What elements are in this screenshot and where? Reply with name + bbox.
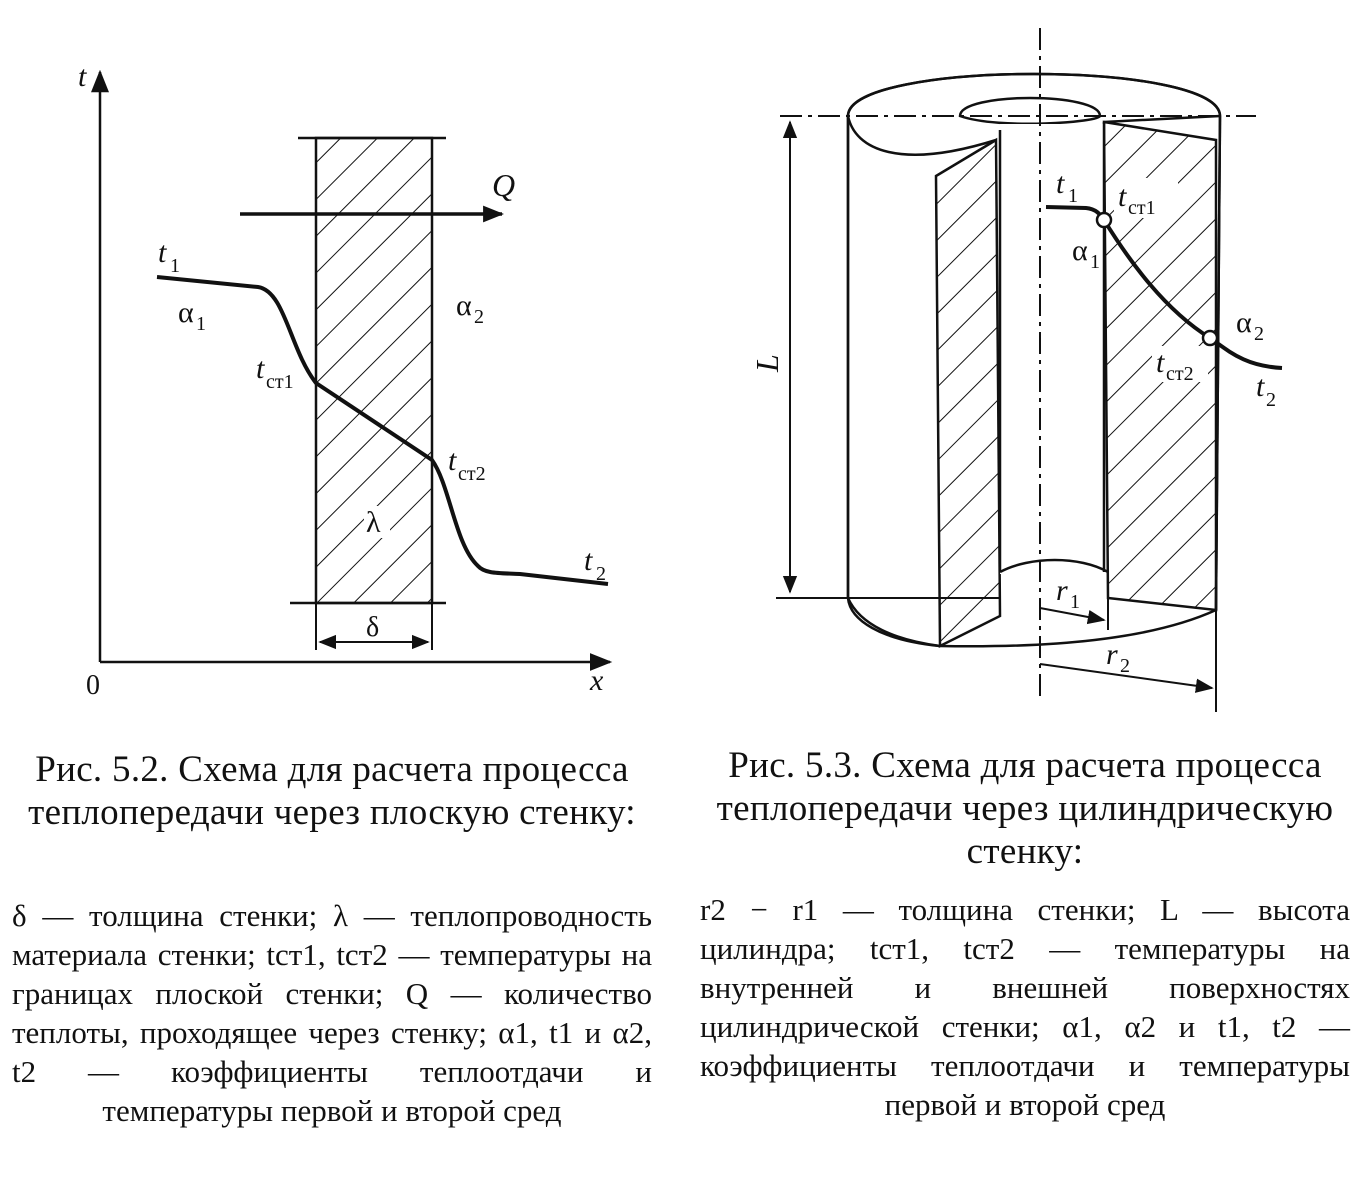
svg-text:t: t <box>1256 370 1265 403</box>
svg-text:α: α <box>1072 234 1088 267</box>
label-L: L <box>749 354 785 373</box>
svg-text:1: 1 <box>1068 185 1078 207</box>
svg-text:ст2: ст2 <box>1166 363 1194 385</box>
top-outer-rim <box>846 72 1222 117</box>
svg-text:α: α <box>456 289 472 322</box>
figures-canvas: t x 0 Q t 1 α 1 α 2 t ст1 t ст2 <box>78 28 1283 712</box>
svg-text:r: r <box>1056 574 1068 607</box>
inner-surface-point <box>1095 211 1113 229</box>
figure-5-2-description: δ — толщина стенки; λ — теплопроводность… <box>12 898 652 1128</box>
svg-text:α: α <box>178 296 194 329</box>
svg-text:1: 1 <box>196 313 206 335</box>
svg-text:2: 2 <box>596 563 606 585</box>
figure-5-3-caption: Рис. 5.3. Схема для расчета процесса теп… <box>716 745 1334 872</box>
svg-text:t: t <box>158 236 167 269</box>
svg-text:α: α <box>1236 306 1252 339</box>
svg-text:t: t <box>256 352 265 385</box>
svg-text:2: 2 <box>474 306 484 328</box>
temperature-profile-cyl <box>1045 205 1283 370</box>
radius-r2-arrow <box>1039 663 1214 693</box>
svg-text:2: 2 <box>1254 323 1264 345</box>
x-axis-label: x <box>589 664 604 697</box>
label-cyl-alpha2: α 2 <box>1236 306 1264 345</box>
label-cyl-t-st2: t ст2 <box>1156 346 1194 385</box>
svg-text:2: 2 <box>1120 655 1130 677</box>
figure-5-2-caption: Рис. 5.2. Схема для расчета процесса теп… <box>28 749 636 833</box>
svg-text:2: 2 <box>1266 389 1276 411</box>
svg-text:ст1: ст1 <box>266 371 294 393</box>
svg-text:t: t <box>584 544 593 577</box>
svg-text:r: r <box>1106 638 1118 671</box>
svg-text:t: t <box>1056 167 1065 200</box>
svg-text:t: t <box>1118 180 1127 213</box>
flat-wall-diagram: t x 0 Q t 1 α 1 α 2 t ст1 t ст2 <box>78 60 613 701</box>
svg-text:1: 1 <box>1090 251 1100 273</box>
label-cyl-t2: t 2 <box>1256 370 1276 411</box>
temperature-profile <box>156 275 609 586</box>
label-t1: t 1 <box>158 236 180 277</box>
outer-surface-point <box>1201 329 1219 347</box>
svg-text:1: 1 <box>1070 591 1080 613</box>
t-axis-label: t <box>78 60 87 93</box>
svg-text:t: t <box>1156 346 1165 379</box>
label-alpha2: α 2 <box>456 289 484 328</box>
radius-r1-arrow <box>1039 607 1106 625</box>
label-t-st1: t ст1 <box>256 352 294 393</box>
wall-section-left <box>934 137 1002 649</box>
label-cyl-t1: t 1 <box>1056 167 1078 207</box>
label-cyl-alpha1: α 1 <box>1072 234 1100 273</box>
label-t2: t 2 <box>584 544 606 585</box>
label-cyl-t-st1: t ст1 <box>1118 180 1156 219</box>
label-t-st2: t ст2 <box>448 444 486 485</box>
inner-hole-top <box>958 96 1102 126</box>
svg-text:ст2: ст2 <box>458 463 486 485</box>
svg-text:ст1: ст1 <box>1128 197 1156 219</box>
origin-label: 0 <box>86 670 100 701</box>
label-lambda: λ <box>366 506 381 539</box>
heat-flow-label: Q <box>492 167 515 203</box>
label-r1: r 1 <box>1056 574 1080 613</box>
svg-text:1: 1 <box>170 255 180 277</box>
svg-text:t: t <box>448 444 457 477</box>
figure-5-3-description: r2 − r1 — толщина стенки; L — высота цил… <box>700 892 1350 1122</box>
label-delta: δ <box>366 612 379 643</box>
label-alpha1: α 1 <box>178 296 206 335</box>
label-r2: r 2 <box>1106 638 1130 677</box>
cylindrical-wall-diagram: L r 1 r 2 t 1 t ст1 α 1 <box>749 28 1283 712</box>
inner-hole-bottom <box>999 558 1109 574</box>
